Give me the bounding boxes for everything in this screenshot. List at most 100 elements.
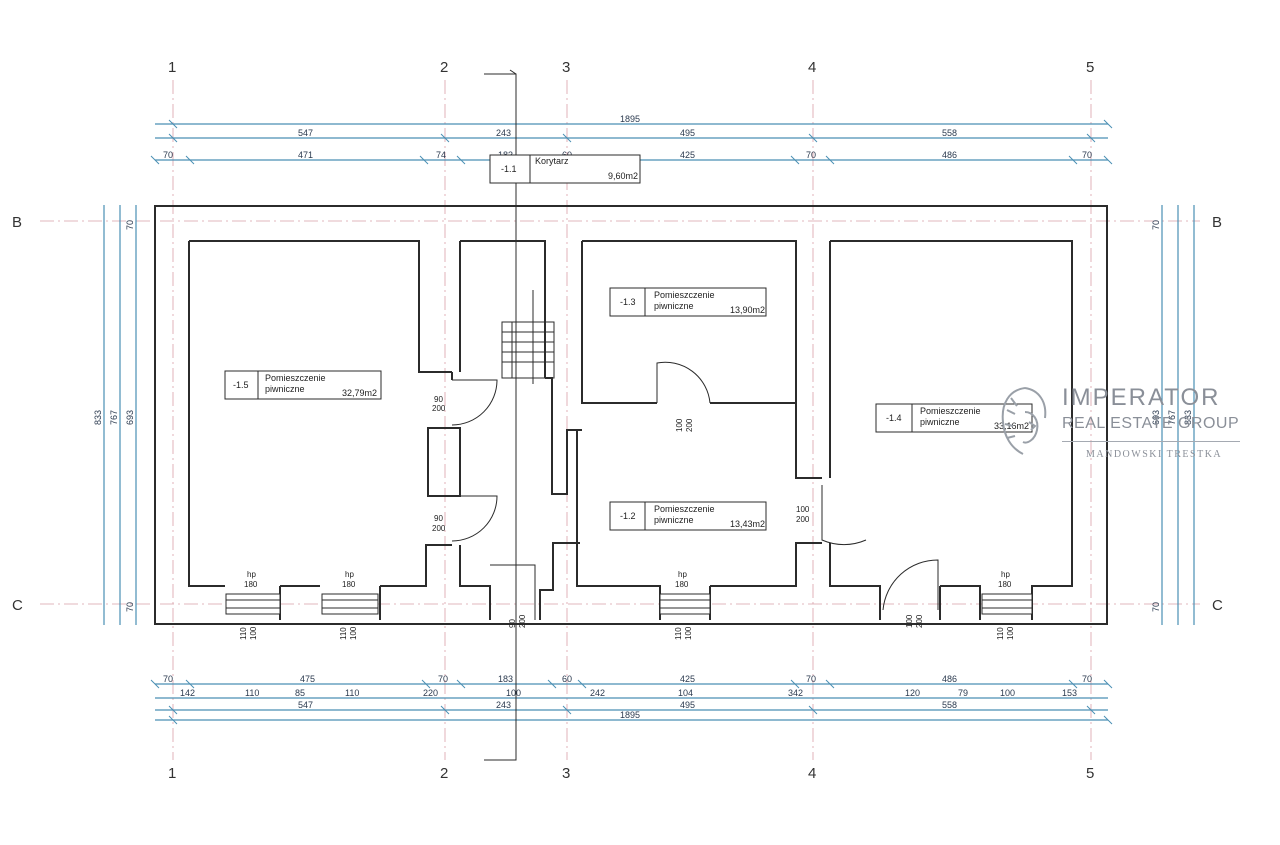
- window-w: 110: [239, 627, 248, 640]
- dim-bottom-2-5: 220: [423, 688, 438, 698]
- axis-label-4: 4: [808, 59, 816, 76]
- dim-bottom-2-9: 342: [788, 688, 803, 698]
- dim-left-1: 833: [93, 410, 103, 425]
- brand-divider: [1062, 441, 1240, 442]
- window-hp-value: 180: [244, 580, 258, 589]
- axis-labels-bottom: 1 2 3 4 5: [168, 765, 1094, 782]
- dim-bottom-main-1: 547: [298, 700, 313, 710]
- door-label-h: 200: [796, 515, 810, 524]
- right-dimensions: 70 693 767 833 70: [1151, 220, 1193, 612]
- window-hp-value: 180: [675, 580, 689, 589]
- dim-bottom-2-12: 100: [1000, 688, 1015, 698]
- axis-label-b-left: B: [12, 214, 22, 231]
- axis-label-3-bottom: 3: [562, 765, 570, 782]
- room-label-1-2: -1.2 Pomieszczenie piwniczne 13,43m2: [609, 501, 767, 531]
- room-name-line2: piwniczne: [920, 417, 960, 427]
- dim-bottom-2-7: 242: [590, 688, 605, 698]
- room-id: -1.2: [620, 511, 636, 521]
- axis-labels-top: 1 2 3 4 5: [168, 59, 1094, 76]
- dim-top-detail-6: 425: [680, 150, 695, 160]
- top-dimensions: 1895 547 243 495 558 70 471 74 183 60 42…: [163, 114, 1092, 160]
- outer-wall: [154, 205, 1108, 625]
- dim-bottom-2-1: 142: [180, 688, 195, 698]
- dim-bottom-2-8: 104: [678, 688, 693, 698]
- dim-top-detail-7: 70: [806, 150, 816, 160]
- door-label-h: 200: [915, 614, 924, 628]
- dim-bottom-2-10: 120: [905, 688, 920, 698]
- room-id: -1.1: [501, 164, 517, 174]
- window-w: 110: [674, 627, 683, 640]
- dim-bottom-2-11: 79: [958, 688, 968, 698]
- room-name-line2: piwniczne: [265, 384, 305, 394]
- dim-top-detail-1: 70: [163, 150, 173, 160]
- door-label-h: 200: [432, 524, 446, 533]
- room-name-line2: piwniczne: [654, 301, 694, 311]
- window-h: 100: [684, 626, 693, 640]
- brand-subtitle: REAL ESTATE GROUP: [1062, 415, 1240, 432]
- window-hp: hp: [345, 570, 354, 579]
- axis-label-5-bottom: 5: [1086, 765, 1094, 782]
- dim-bottom-1-1: 70: [163, 674, 173, 684]
- opening-labels: 90 200 90 200 100 200 100 200 90 200 100…: [239, 395, 1015, 640]
- dim-top-main-1: 547: [298, 128, 313, 138]
- dim-top-main-4: 558: [942, 128, 957, 138]
- dim-right-2: 693: [1151, 410, 1161, 425]
- dim-bottom-1-7: 70: [806, 674, 816, 684]
- left-dimensions: 833 767 693 70 70: [93, 220, 135, 612]
- dim-bottom-1-3: 70: [438, 674, 448, 684]
- door-label-w: 90: [508, 619, 517, 628]
- door-label-h: 200: [518, 614, 527, 628]
- axis-label-4-bottom: 4: [808, 765, 816, 782]
- dim-bottom-1-8: 486: [942, 674, 957, 684]
- room-area: 32,79m2: [342, 388, 377, 398]
- windows: [225, 593, 1033, 615]
- helmet-logo-icon: [1001, 387, 1047, 455]
- door-label-w: 90: [434, 514, 443, 523]
- door-label-h: 200: [432, 404, 446, 413]
- dim-bottom-1-9: 70: [1082, 674, 1092, 684]
- axis-label-2: 2: [440, 59, 448, 76]
- door-swings: [451, 361, 939, 620]
- dim-bottom-main-2: 243: [496, 700, 511, 710]
- dim-top-detail-2: 471: [298, 150, 313, 160]
- dim-bottom-main-3: 495: [680, 700, 695, 710]
- dim-bottom-1-5: 60: [562, 674, 572, 684]
- room-id: -1.5: [233, 380, 249, 390]
- window-h: 100: [1006, 626, 1015, 640]
- door-label-w: 100: [796, 505, 810, 514]
- dimension-lines: [103, 123, 1195, 721]
- brand-owners: MANDOWSKI TRESTKA: [1086, 449, 1223, 460]
- dim-bottom-2-3: 85: [295, 688, 305, 698]
- dim-bottom-1-6: 425: [680, 674, 695, 684]
- window-hp-value: 180: [998, 580, 1012, 589]
- dim-bottom-2-13: 153: [1062, 688, 1077, 698]
- dim-right-3: 767: [1167, 410, 1177, 425]
- dim-top-total: 1895: [620, 114, 640, 124]
- room-label-1-5: -1.5 Pomieszczenie piwniczne 32,79m2: [224, 370, 382, 400]
- room-name-line1: Pomieszczenie: [654, 504, 715, 514]
- window-h: 100: [249, 626, 258, 640]
- dim-right-5: 70: [1151, 602, 1161, 612]
- axis-label-2-bottom: 2: [440, 765, 448, 782]
- dim-bottom-1-4: 183: [498, 674, 513, 684]
- dim-bottom-2-4: 110: [345, 688, 359, 698]
- dim-left-5: 70: [125, 602, 135, 612]
- axis-label-1-bottom: 1: [168, 765, 176, 782]
- bottom-dimensions: 70 475 70 183 60 425 70 486 70 142 110 8…: [163, 674, 1092, 720]
- dim-bottom-main-4: 558: [942, 700, 957, 710]
- dim-left-3: 693: [125, 410, 135, 425]
- dim-bottom-2-2: 110: [245, 688, 259, 698]
- room-id: -1.3: [620, 297, 636, 307]
- dim-top-detail-9: 70: [1082, 150, 1092, 160]
- dim-top-main-2: 243: [496, 128, 511, 138]
- room-label-1-1: -1.1 Korytarz 9,60m2: [489, 154, 641, 184]
- door-label-h: 200: [685, 418, 694, 432]
- axis-label-1: 1: [168, 59, 176, 76]
- room-id: -1.4: [886, 413, 902, 423]
- room-area: 9,60m2: [608, 171, 638, 181]
- door-label-w: 90: [434, 395, 443, 404]
- room-name-line1: Pomieszczenie: [654, 290, 715, 300]
- room-name-line1: Pomieszczenie: [920, 406, 981, 416]
- window-hp: hp: [1001, 570, 1010, 579]
